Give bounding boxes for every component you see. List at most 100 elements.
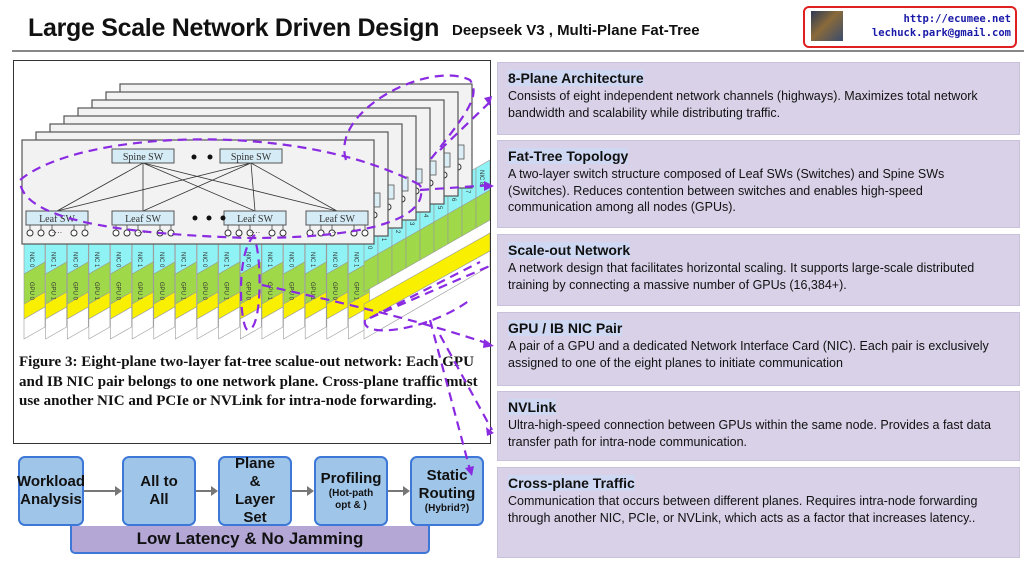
step-all-to-all: All to All xyxy=(122,456,196,526)
card-gpu-nic-pair: GPU / IB NIC Pair A pair of a GPU and a d… xyxy=(497,312,1020,386)
port-icon xyxy=(37,229,45,237)
card-fat-tree: Fat-Tree Topology A two-layer switch stru… xyxy=(497,140,1020,228)
gpu-label: GPU 0 xyxy=(244,282,250,301)
port-icon xyxy=(224,229,232,237)
nic-label: NIC 8 xyxy=(478,170,484,186)
gpu-node-column: NIC 0 GPU 0 xyxy=(153,231,176,340)
flow-arrow xyxy=(84,486,122,496)
port-icon xyxy=(317,229,325,237)
step-profiling: Profiling(Hot-path opt & ) xyxy=(314,456,388,526)
pcie-cell xyxy=(153,306,176,340)
card-body: Communication that occurs between differ… xyxy=(508,494,978,525)
fat-tree-figure: NIC 0 GPU 0 NIC 1 GPU 1 NIC 0 GPU 0 NIC 1 GPU 1… xyxy=(13,60,491,444)
spine-switch-label: Spine SW xyxy=(231,152,272,163)
author-url[interactable]: http://ecumee.net xyxy=(903,13,1011,25)
ellipsis-dot-icon xyxy=(220,215,226,221)
ellipsis-dot-icon xyxy=(207,154,213,160)
gpu-node-column: NIC 0 GPU 0 xyxy=(66,231,89,340)
nic-label: NIC 0 xyxy=(115,252,121,268)
nic-label: NIC 0 xyxy=(201,252,207,268)
nic-label: NIC 0 xyxy=(158,252,164,268)
figure-caption: Figure 3: Eight-plane two-layer fat-tree… xyxy=(19,354,478,409)
step-workload-analysis: Workload Analysis xyxy=(17,456,85,526)
port-icon xyxy=(235,229,243,237)
port-icon xyxy=(306,229,314,237)
port-icon xyxy=(81,229,89,237)
pcie-cell xyxy=(196,306,219,340)
gpu-label: GPU 0 xyxy=(158,282,164,301)
card-title: GPU / IB NIC Pair xyxy=(508,320,623,336)
card-title: Cross-plane Traffic xyxy=(508,475,635,491)
card-body: A two-layer switch structure composed of… xyxy=(508,167,945,214)
gpu-node-column: NIC 0 GPU 0 xyxy=(326,231,349,340)
gpu-label: GPU 1 xyxy=(352,282,358,301)
author-email[interactable]: lechuck.park@gmail.com xyxy=(871,27,1011,39)
pcie-cell xyxy=(23,306,46,340)
step-static-routing: Static Routing(Hybrid?) xyxy=(410,456,484,526)
gpu-label: GPU 1 xyxy=(50,282,56,301)
card-body: A pair of a GPU and a dedicated Network … xyxy=(508,339,989,370)
pcie-cell xyxy=(218,306,240,340)
ellipsis: ···· xyxy=(52,228,63,237)
card-title: 8-Plane Architecture xyxy=(508,70,644,86)
nic-label: NIC 1 xyxy=(266,252,272,268)
card-body: A network design that facilitates horizo… xyxy=(508,261,975,292)
gpu-label: GPU 0 xyxy=(115,282,121,301)
port-icon xyxy=(279,229,287,237)
card-title: Fat-Tree Topology xyxy=(508,148,629,164)
gpu-node-column: NIC 0 GPU 0 xyxy=(240,231,262,340)
port-icon xyxy=(268,229,276,237)
pcie-cell xyxy=(88,306,111,340)
flow-goal-bar: Low Latency & No Jamming xyxy=(70,526,430,554)
side-node-column: NIC 8 xyxy=(475,159,490,229)
ellipsis: ···· xyxy=(250,228,261,237)
gpu-node-column: NIC 1 GPU 1 xyxy=(261,231,284,340)
ellipsis-dot-icon xyxy=(206,215,212,221)
nic-label: NIC 0 xyxy=(28,252,34,268)
port-icon xyxy=(112,229,120,237)
ellipsis-dot-icon xyxy=(191,154,197,160)
nic-label: NIC 0 xyxy=(244,252,250,268)
port-icon xyxy=(70,229,78,237)
port-icon xyxy=(156,229,164,237)
nic-label: NIC 0 xyxy=(331,252,337,268)
leaf-switch-label: Leaf SW xyxy=(319,214,355,225)
pcie-cell xyxy=(66,306,89,340)
ellipsis: ···· xyxy=(332,228,343,237)
gpu-node-column: NIC 1 GPU 1 xyxy=(304,231,327,340)
pcie-cell xyxy=(131,306,154,340)
nic-label: NIC 0 xyxy=(71,252,77,268)
flow-arrow xyxy=(388,486,410,496)
gpu-label: GPU 1 xyxy=(136,282,142,301)
gpu-cell xyxy=(475,189,490,229)
card-title: NVLink xyxy=(508,399,557,415)
pcie-cell xyxy=(110,306,132,340)
page-subtitle: Deepseek V3 , Multi-Plane Fat-Tree xyxy=(452,22,700,39)
leaf-switch-label: Leaf SW xyxy=(125,214,161,225)
nic-label: NIC 1 xyxy=(136,252,142,268)
gpu-node-column: NIC 1 GPU 1 xyxy=(131,231,154,340)
gpu-node-column: NIC 0 GPU 0 xyxy=(110,231,132,340)
card-title: Scale-out Network xyxy=(508,242,631,258)
gpu-label: GPU 0 xyxy=(331,282,337,301)
nic-label: NIC 1 xyxy=(50,252,56,268)
port-icon xyxy=(167,229,175,237)
gpu-label: GPU 0 xyxy=(71,282,77,301)
step-plane-layer-set: Plane & Layer Set xyxy=(218,455,292,526)
flow-arrow xyxy=(292,486,314,496)
pcie-cell xyxy=(45,306,67,340)
gpu-label: GPU 1 xyxy=(266,282,272,301)
card-scale-out: Scale-out Network A network design that f… xyxy=(497,234,1020,306)
gpu-label: GPU 1 xyxy=(309,282,315,301)
nic-label: NIC 1 xyxy=(309,252,315,268)
flow-arrow xyxy=(196,486,218,496)
nic-label: NIC 1 xyxy=(179,252,185,268)
gpu-label: GPU 1 xyxy=(223,282,229,301)
